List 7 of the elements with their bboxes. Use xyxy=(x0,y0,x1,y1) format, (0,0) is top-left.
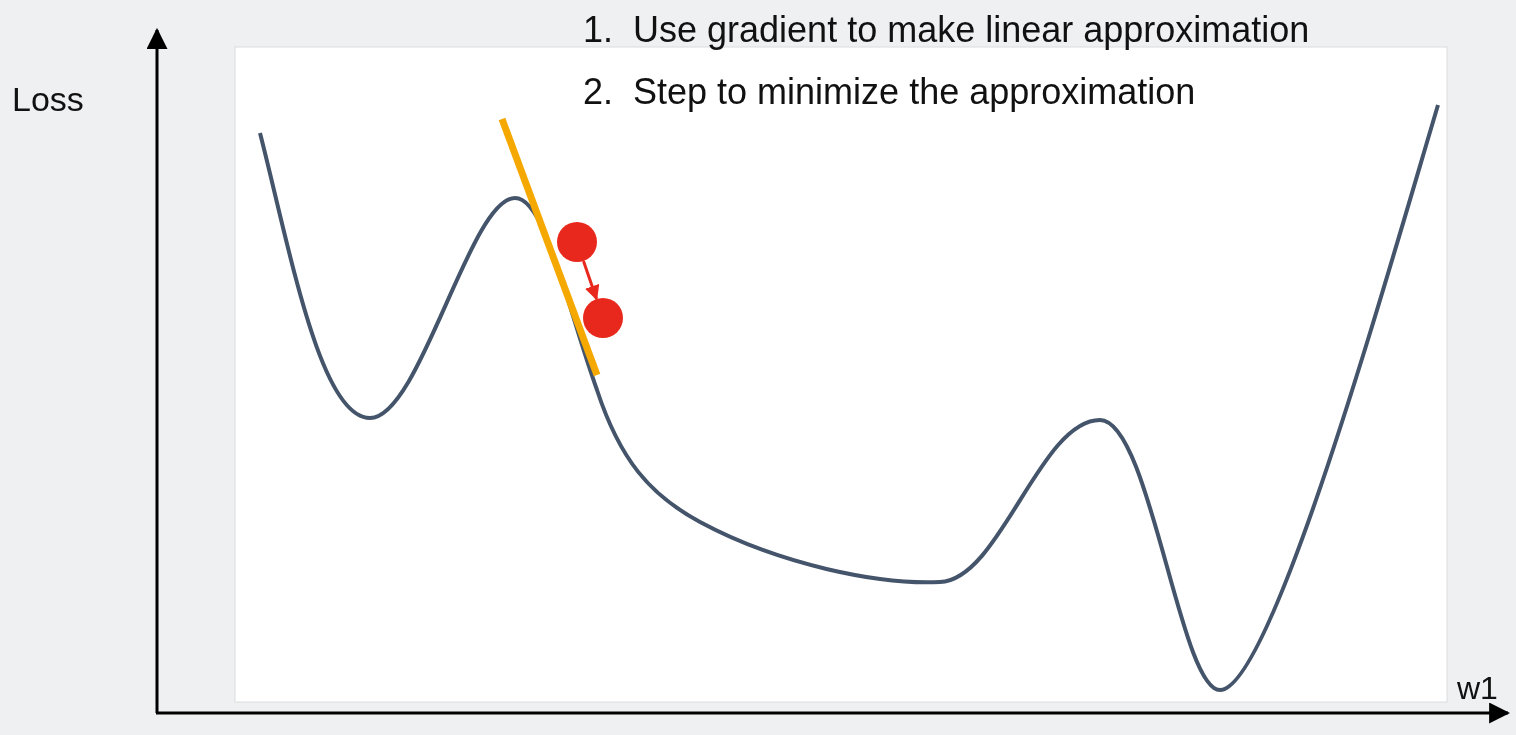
step-instruction: 2. Step to minimize the approximation xyxy=(583,74,1196,110)
ball-marker xyxy=(557,222,597,262)
ball-marker xyxy=(583,298,623,338)
axis-label: Loss xyxy=(12,82,84,116)
step-arrow xyxy=(582,260,600,301)
axis-label: w1 xyxy=(1457,672,1498,704)
step-instruction: 1. Use gradient to make linear approximation xyxy=(583,12,1310,48)
